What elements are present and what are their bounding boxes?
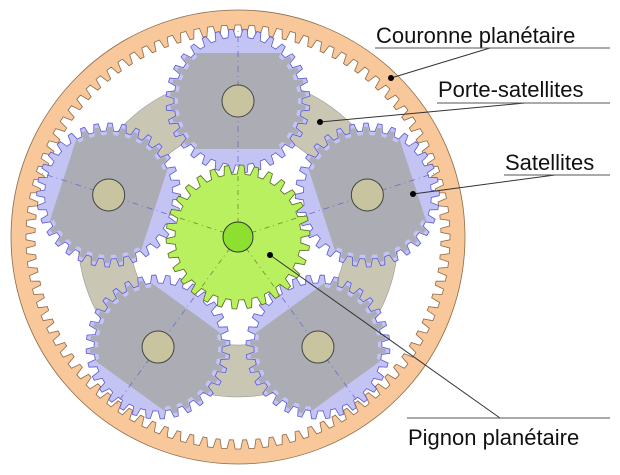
planet-gears (36, 28, 440, 420)
planet-gear (36, 122, 239, 268)
sun-gear (165, 164, 311, 310)
label-sun: Pignon planétaire (408, 425, 579, 450)
leader-dot (388, 75, 394, 81)
leader-line (269, 254, 501, 419)
planet-hub (301, 330, 335, 364)
leader-dot (410, 191, 416, 197)
planet-gear (85, 236, 239, 420)
label-carrier: Porte-satellites (438, 77, 584, 102)
planet-gear (165, 28, 311, 237)
planet-hub (350, 178, 384, 212)
leader-dot (267, 252, 273, 258)
ring-gear-body (10, 9, 466, 465)
planet-hub (141, 330, 175, 364)
leader-line (412, 174, 556, 195)
leader-dot (317, 119, 323, 125)
leader-line (319, 102, 526, 123)
sun-axis-line (199, 236, 239, 290)
sun-hub (222, 221, 254, 253)
sun-axis-line (237, 216, 300, 238)
sun-axis-line (237, 236, 277, 290)
ring-gear (10, 9, 466, 465)
leader-lines (267, 47, 610, 419)
label-ring: Couronne planétaire (376, 23, 575, 48)
planet-hub (92, 178, 126, 212)
planet-hub (221, 84, 255, 118)
leader-line (390, 47, 491, 79)
sun-axis-line (176, 216, 239, 238)
label-planets: Satellites (505, 150, 594, 175)
